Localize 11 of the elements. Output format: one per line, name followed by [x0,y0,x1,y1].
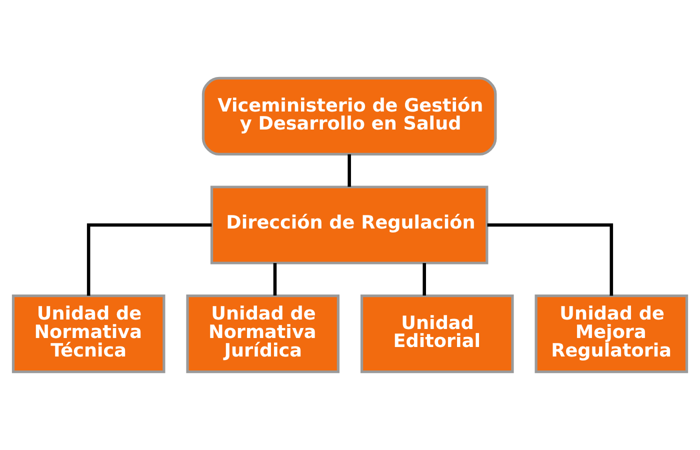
node-box: Unidad de Normativa Técnica [12,294,166,374]
connector [422,263,426,296]
connector [273,263,277,296]
connector [86,223,212,296]
node-box: Viceministerio de Gestión y Desarrollo en Salud [202,76,497,156]
connector [348,154,351,187]
node-box: Unidad Editorial [360,294,514,374]
connector [487,223,614,296]
node-box: Dirección de Regulación [210,186,488,264]
node-box: Unidad de Normativa Jurídica [186,294,340,374]
node-box: Unidad de Mejora Regulatoria [534,294,688,374]
